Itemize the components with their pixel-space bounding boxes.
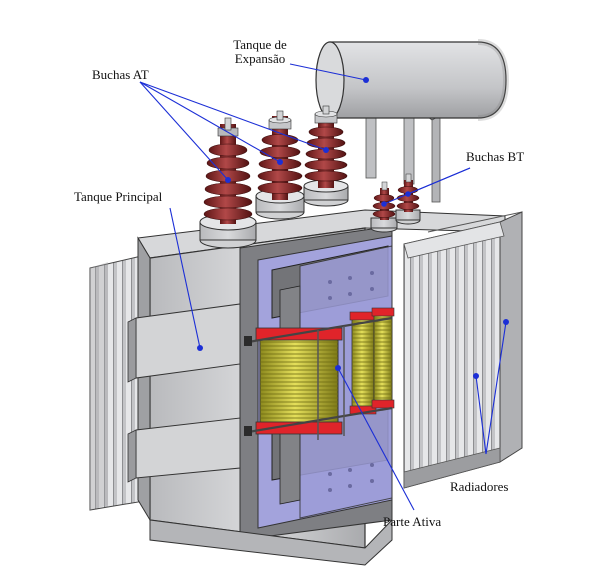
leader-lines [139, 63, 507, 511]
label-parte-ativa: Parte Ativa [383, 514, 442, 529]
lv-bushings [370, 173, 421, 233]
label-tanque-expansao-line2: Expansão [234, 51, 286, 66]
leader-dots [197, 77, 509, 379]
radiators-right [403, 211, 523, 489]
label-tanque-expansao-line1: Tanque de [233, 37, 287, 52]
active-part [244, 235, 395, 529]
label-buchas-bt: Buchas BT [466, 149, 525, 164]
expansion-tank [315, 39, 510, 203]
label-tanque-principal: Tanque Principal [74, 189, 163, 204]
label-radiadores: Radiadores [450, 479, 509, 494]
hv-bushings [199, 105, 349, 249]
label-tanque-expansao: Tanque de Expansão [220, 38, 300, 66]
label-buchas-at: Buchas AT [92, 67, 149, 82]
